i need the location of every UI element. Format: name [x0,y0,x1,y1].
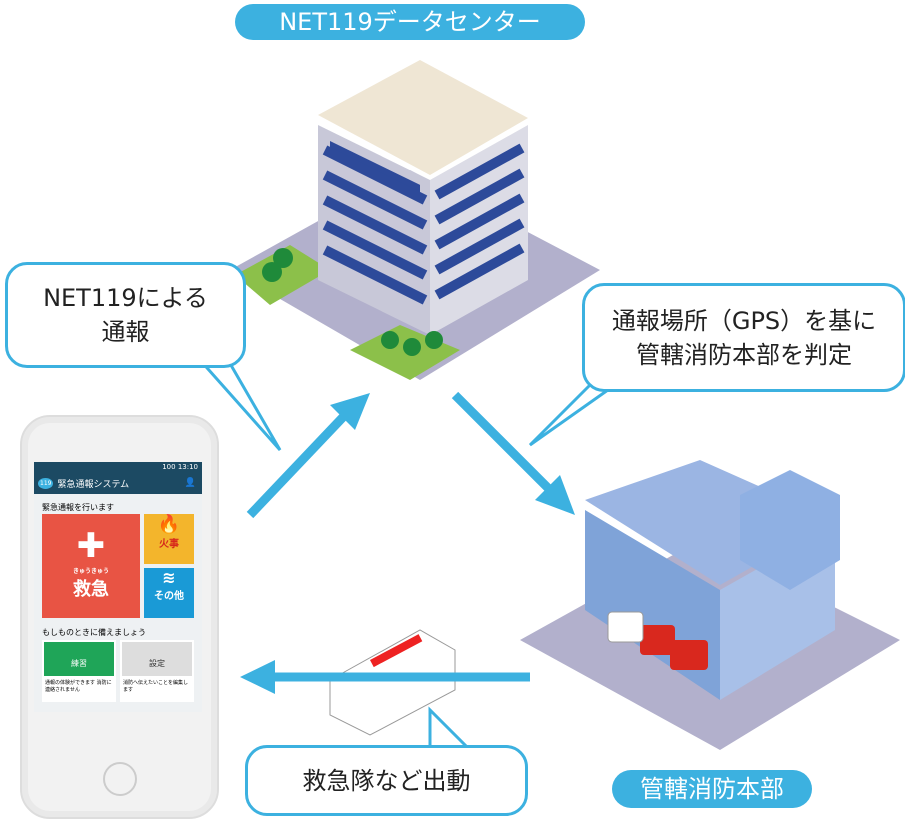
bubble-text: NET119による [43,284,208,312]
arrow-head [240,660,275,694]
report-bubble: NET119による通報 [5,262,246,368]
ambulance-parked [607,611,644,643]
building-roof [318,60,528,175]
datacenter-title: NET119データセンター [235,4,585,40]
tile-label: その他 [154,591,184,602]
bubble-text: 通報場所（GPS）を基に [611,306,877,335]
kyukyu-button[interactable]: ✚ きゅうきゅう 救急 [42,514,140,618]
tile-label: 火事 [159,539,179,550]
bubble-tail [528,383,620,447]
arrow-head [330,393,370,430]
fire-station-label: 管轄消防本部 [612,770,812,808]
kaji-button[interactable]: 🔥 火事 [144,514,194,564]
section-title: もしものときに備えましょう [42,628,146,637]
card-label: 練習 [44,642,114,676]
tower [740,470,840,590]
status-time: 13:10 [177,463,198,471]
user-icon[interactable]: 👤 [184,478,196,488]
ambulance [329,629,456,736]
practice-card[interactable]: 練習 通報の体験ができます 消防に連絡されません [42,640,116,702]
flame-icon: 🔥 [157,514,181,535]
status-bar: 100 13:10 [34,462,202,472]
sonota-button[interactable]: ≋ その他 [144,568,194,618]
judge-bubble: 通報場所（GPS）を基に管轄消防本部を判定 [582,283,905,392]
window-rows [322,143,525,305]
home-button[interactable] [103,762,137,796]
tile-label: 救急 [73,579,109,600]
dispatch-bubble: 救急隊など出動 [245,745,528,816]
bubble-text: 救急隊など出動 [302,766,471,795]
app-badge: 119 [38,477,54,489]
app-title: 緊急通報システム [57,479,130,490]
section-title: 緊急通報を行います [42,503,114,512]
card-desc: 通報の体験ができます 消防に連絡されません [45,680,112,693]
bubble-text: 管轄消防本部を判定 [636,340,852,369]
arrows [240,391,575,694]
settings-card[interactable]: 設定 消防へ伝えたいことを編集します [120,640,194,702]
card-label: 設定 [122,642,192,676]
first-aid-kit-icon: ✚ [76,526,106,566]
fire-trucks [640,625,708,670]
trees [262,248,443,356]
bubble-tail [428,706,474,752]
ruby: きゅうきゅう [72,568,109,575]
card-desc: 消防へ伝えたいことを編集します [123,680,189,693]
arrow-head [535,475,575,515]
battery: 100 [162,463,176,471]
bubble-text: 通報 [101,318,150,346]
lawn [235,245,330,305]
flood-house-icon: ≋ [162,568,176,587]
